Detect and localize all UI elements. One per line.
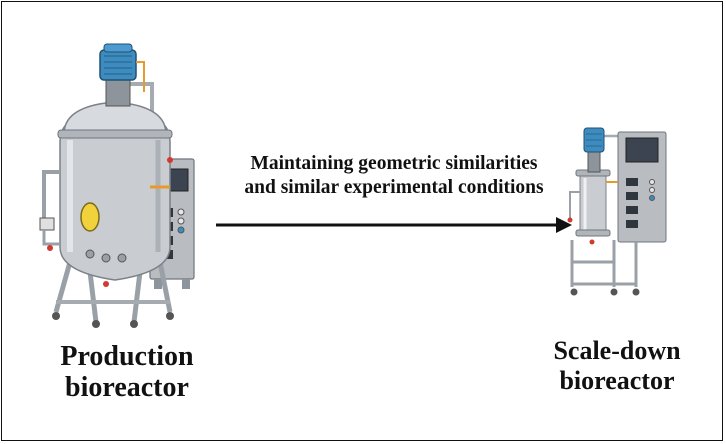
arrow-text-line2: and similar experimental conditions [244,177,544,198]
arrow-description: Maintaining geometric similarities and s… [216,152,572,200]
scale-down-label-line1: Scale-down [553,336,681,365]
production-bioreactor-label: Production bioreactor [22,341,232,403]
scale-down-label-line2: bioreactor [559,366,675,395]
scale-down-bioreactor-illustration [567,127,667,296]
production-label-line1: Production [60,341,194,372]
production-bioreactor-illustration [39,43,195,328]
arrow-text-line1: Maintaining geometric similarities [250,153,538,174]
scale-down-arrow [216,217,572,233]
sight-glass [80,202,100,232]
motor [99,49,137,81]
scale-down-bioreactor-label: Scale-down bioreactor [522,336,712,396]
production-label-line2: bioreactor [65,372,189,403]
control-screen [625,137,659,163]
vessel-body [59,117,171,281]
